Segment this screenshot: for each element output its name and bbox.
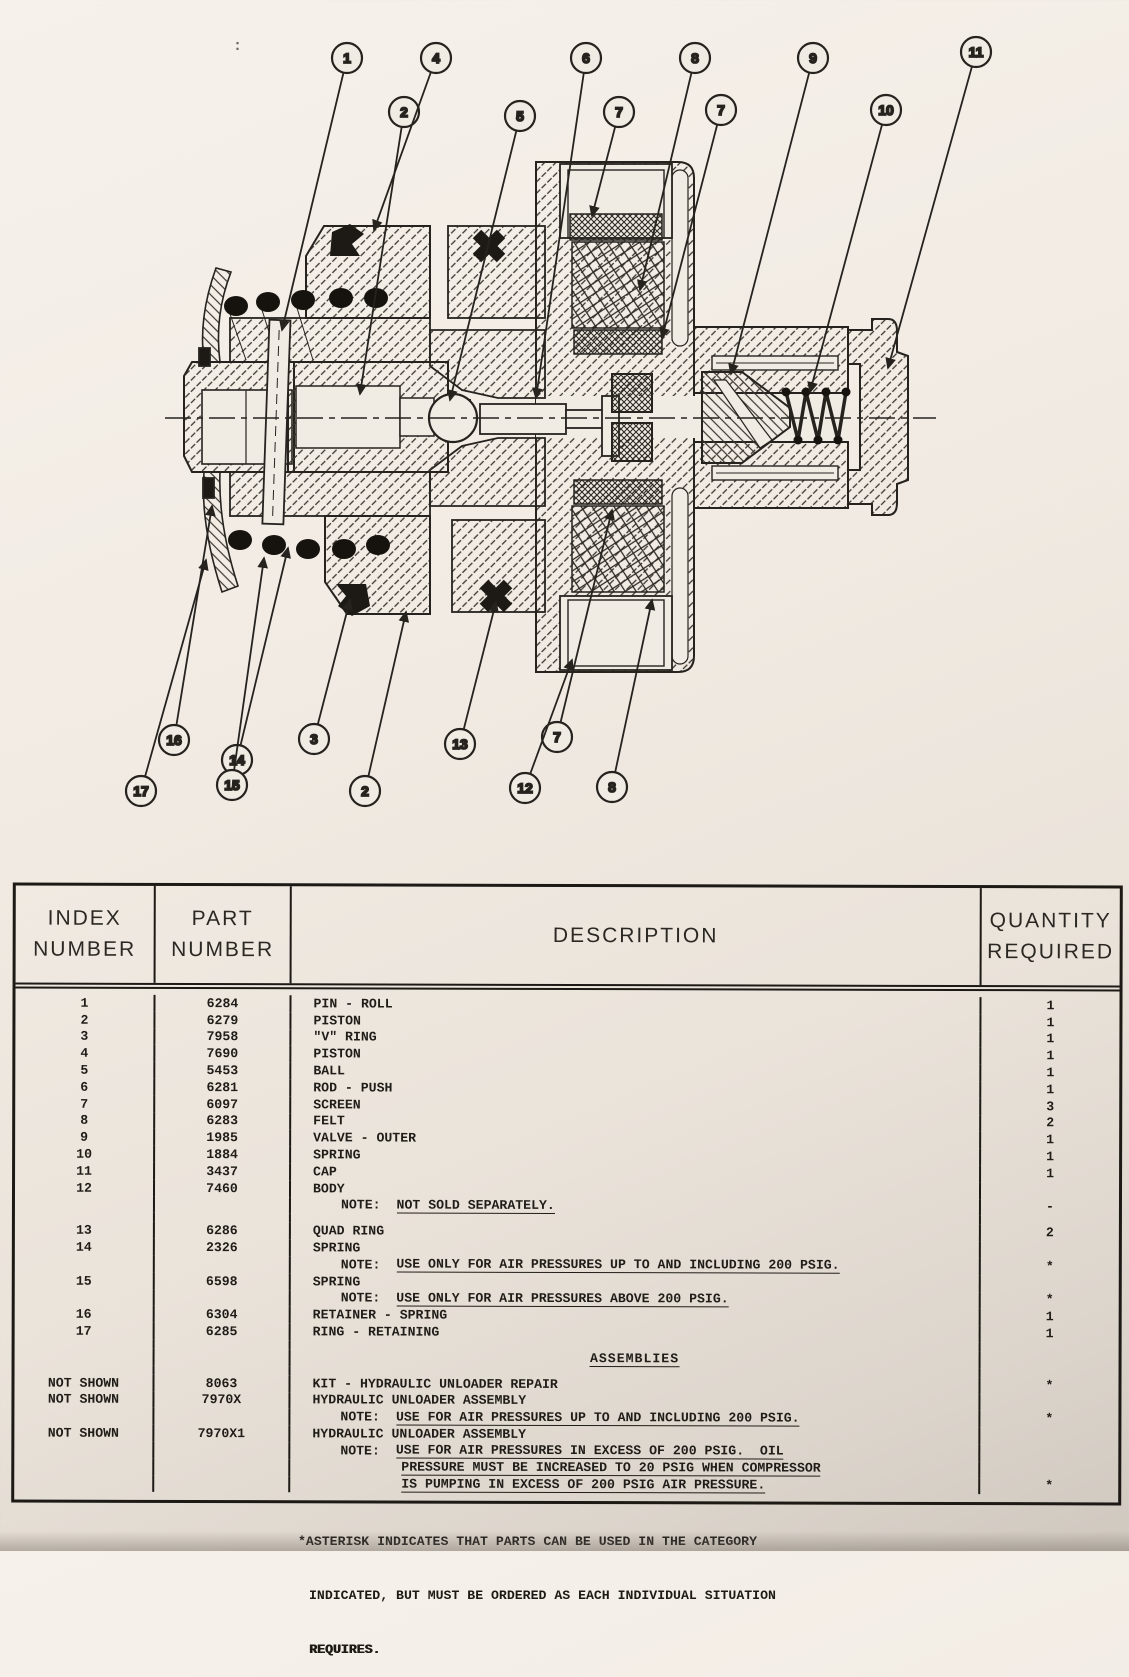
svg-text:3: 3 bbox=[310, 731, 318, 747]
part-felt-bottom bbox=[571, 505, 665, 593]
scan-dust-mark: : bbox=[233, 38, 243, 55]
part-screen-mid bbox=[573, 329, 663, 355]
callout-14: 14 bbox=[220, 546, 291, 777]
callout-11: 11 bbox=[885, 35, 993, 370]
part-seat-screen-bottom bbox=[611, 422, 653, 462]
part-v-ring-top bbox=[330, 224, 364, 256]
callout-10: 10 bbox=[807, 93, 903, 394]
svg-text:5: 5 bbox=[516, 108, 524, 124]
svg-text:15: 15 bbox=[224, 777, 240, 793]
footnote-line-1: *ASTERISK INDICATES THAT PARTS CAN BE US… bbox=[298, 1534, 757, 1549]
part-felt-top bbox=[571, 241, 665, 329]
callout-2-bottom: 2 bbox=[348, 610, 410, 808]
part-bridge-top bbox=[447, 225, 546, 319]
svg-text:7: 7 bbox=[615, 104, 623, 120]
part-filter-stack-top bbox=[559, 163, 673, 355]
callout-1: 1 bbox=[279, 41, 364, 332]
callout-12: 12 bbox=[508, 658, 574, 805]
callout-13: 13 bbox=[443, 600, 499, 761]
svg-text:7: 7 bbox=[553, 729, 561, 745]
callout-leaders: 1 2 4 5 6 7 8 7 9 10 11 16 17 14 15 3 2 … bbox=[124, 35, 993, 808]
table-note-row: IS PUMPING IN EXCESS OF 200 PSIG AIR PRE… bbox=[14, 1475, 1118, 1495]
callout-5: 5 bbox=[447, 99, 537, 402]
part-retaining-ring bbox=[198, 267, 239, 594]
part-screen-bottom bbox=[573, 479, 663, 505]
part-quad-ring-bottom bbox=[479, 579, 513, 613]
svg-text:8: 8 bbox=[608, 779, 616, 795]
callout-7-bottom: 7 bbox=[540, 508, 615, 754]
svg-text:1: 1 bbox=[343, 50, 351, 66]
footnote-line-3: REQUIRES. bbox=[309, 1642, 381, 1657]
callout-17: 17 bbox=[124, 558, 209, 808]
svg-text:2: 2 bbox=[361, 783, 369, 799]
part-piston-inner bbox=[287, 361, 471, 473]
svg-text:6: 6 bbox=[582, 50, 590, 66]
part-seat-screen-top bbox=[611, 373, 653, 413]
part-quad-ring-top bbox=[472, 229, 506, 263]
part-spring-coils bbox=[224, 288, 390, 559]
callout-7-mid: 7 bbox=[659, 93, 738, 340]
part-collar-bottom bbox=[229, 471, 431, 517]
assemblies-title: ASSEMBLIES bbox=[589, 1350, 680, 1368]
svg-text:10: 10 bbox=[878, 102, 894, 118]
svg-text:14: 14 bbox=[229, 752, 245, 768]
part-collar-top bbox=[229, 317, 431, 363]
callout-8-bottom: 8 bbox=[595, 598, 656, 804]
callout-8-top: 8 bbox=[637, 41, 712, 292]
svg-text:13: 13 bbox=[452, 736, 468, 752]
callout-7-top: 7 bbox=[589, 95, 636, 218]
header-description: DESCRIPTION bbox=[291, 886, 982, 986]
diagram-svg: 1 2 4 5 6 7 8 7 9 10 11 16 17 14 15 3 2 … bbox=[124, 35, 993, 808]
callout-4: 4 bbox=[372, 41, 453, 232]
footnote-line-2: INDICATED, BUT MUST BE ORDERED AS EACH I… bbox=[309, 1588, 776, 1603]
callout-6: 6 bbox=[532, 41, 603, 400]
callout-2: 2 bbox=[356, 95, 421, 396]
callout-3: 3 bbox=[297, 598, 353, 756]
part-cap bbox=[847, 318, 909, 516]
part-piston-outer-bottom bbox=[324, 515, 431, 616]
svg-text:7: 7 bbox=[717, 102, 725, 118]
part-filter-stack-bottom bbox=[559, 479, 673, 671]
part-bridge-bottom bbox=[451, 519, 546, 613]
svg-text:9: 9 bbox=[809, 50, 817, 66]
svg-text:8: 8 bbox=[691, 50, 699, 66]
svg-text:16: 16 bbox=[166, 732, 182, 748]
asterisk-footnote: *ASTERISK INDICATES THAT PARTS CAN BE US… bbox=[298, 1497, 776, 1677]
callout-15: 15 bbox=[215, 556, 268, 802]
callout-16: 16 bbox=[157, 504, 216, 757]
callout-9: 9 bbox=[728, 41, 830, 376]
svg-text:11: 11 bbox=[969, 44, 984, 60]
svg-text:12: 12 bbox=[517, 780, 533, 796]
exploded-section-diagram: 1 2 4 5 6 7 8 7 9 10 11 16 17 14 15 3 2 … bbox=[124, 35, 993, 808]
svg-text:4: 4 bbox=[432, 50, 440, 66]
part-screen-top bbox=[569, 213, 663, 241]
svg-text:17: 17 bbox=[133, 783, 149, 799]
svg-text:2: 2 bbox=[400, 104, 408, 120]
